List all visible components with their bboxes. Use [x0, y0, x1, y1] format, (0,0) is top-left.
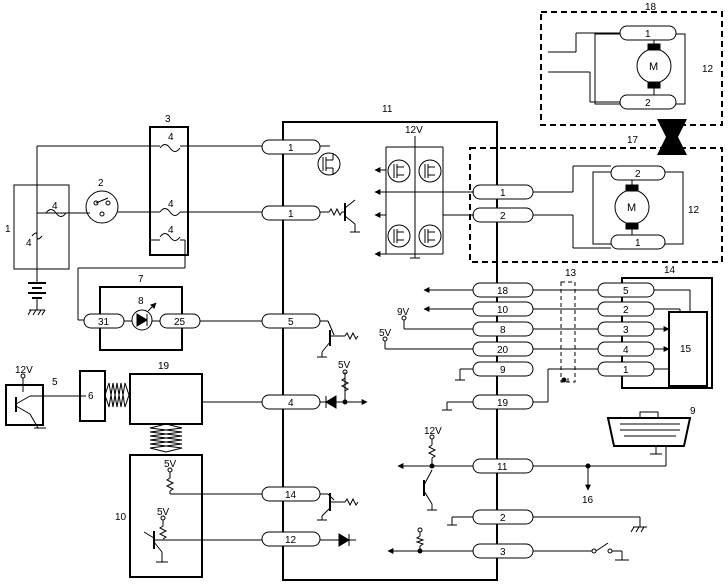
ecu-pin-label: 2	[500, 211, 506, 222]
supply-12v: 12V	[15, 365, 33, 376]
warning-lamp-8	[131, 309, 153, 331]
fuse-label: 4	[168, 199, 174, 210]
fuse-label: 4	[26, 238, 32, 249]
ecu-pin-label: 19	[497, 398, 509, 409]
callout-2: 2	[98, 178, 104, 189]
connector-pin-label: 5	[623, 286, 629, 297]
supply-5v: 5V	[338, 360, 351, 371]
callout-9: 9	[690, 406, 696, 417]
callout-12b: 12	[702, 64, 714, 75]
motor-label: M	[649, 61, 658, 73]
motor-pin-label: 1	[645, 29, 651, 40]
ignition-switch-2	[85, 190, 119, 224]
motor-pin-label: 2	[645, 98, 651, 109]
callout-6: 6	[88, 391, 94, 402]
ecu-pin-label: 1	[288, 209, 294, 220]
callout-17: 17	[627, 135, 639, 146]
ecu-pin-label: 1	[500, 188, 506, 199]
ecu-pin-label: 8	[500, 325, 506, 336]
fuse-box-3	[149, 126, 189, 256]
ecu-pin-label: 1	[288, 143, 294, 154]
fuse-label: 4	[168, 132, 174, 143]
ecu-pin-label: 9	[500, 365, 506, 376]
fuse-label: 4	[168, 225, 174, 236]
ecu-box	[282, 121, 498, 581]
switch-5-box	[5, 384, 44, 426]
motor-box-18	[540, 11, 723, 126]
ecu-pin-label: 14	[285, 490, 297, 501]
callout-10: 10	[115, 512, 127, 523]
ecu-pin-label: 2	[500, 513, 506, 524]
callout-11: 11	[382, 104, 393, 115]
fuse-label: 4	[52, 201, 58, 212]
supply-5v: 5V	[164, 459, 177, 470]
h-bridge	[374, 136, 474, 259]
component-1-box	[13, 184, 70, 270]
component-19-box	[129, 373, 203, 425]
ecu-pin-label: 10	[497, 305, 509, 316]
lamp-pin-label: 31	[98, 317, 110, 328]
callout-18: 18	[645, 2, 657, 13]
connector-pin-label: 4	[623, 345, 629, 356]
callout-14: 14	[664, 265, 676, 276]
callout-15: 15	[680, 344, 692, 355]
callout-16: 16	[582, 495, 594, 506]
motor-pin-label: 1	[635, 238, 641, 249]
supply-12v: 12V	[405, 125, 423, 136]
component-10-box	[129, 454, 203, 578]
callout-5: 5	[52, 377, 58, 388]
ecu-pin-label: 3	[500, 547, 506, 558]
ecu-left-pins	[261, 139, 321, 547]
motor-pin-label: 2	[635, 169, 641, 180]
connector-pin-label: 1	[623, 365, 629, 376]
supply-12v: 12V	[424, 426, 442, 437]
ecu-pin-label: 4	[288, 398, 294, 409]
ecu-pin-label: 12	[285, 535, 297, 546]
diagnostic-connector-9	[606, 417, 692, 447]
supply-5v: 5V	[157, 507, 170, 518]
connector-pin-label: 3	[623, 325, 629, 336]
callout-3: 3	[165, 114, 171, 125]
supply-5v: 5V	[379, 328, 392, 339]
ecu-pin-label: 20	[497, 345, 509, 356]
callout-7: 7	[138, 274, 144, 285]
callout-13: 13	[565, 268, 577, 279]
supply-9v: 9V	[397, 307, 410, 318]
callout-19: 19	[158, 361, 170, 372]
callout-1: 1	[5, 224, 11, 235]
callout-12a: 12	[688, 205, 700, 216]
ecu-pin-label: 5	[288, 317, 294, 328]
motor-box-17	[469, 147, 723, 263]
callout-8: 8	[138, 296, 144, 307]
motor-label: M	[627, 202, 636, 214]
connector-pin-label: 2	[623, 305, 629, 316]
ecu-pin-label: 18	[497, 286, 509, 297]
lamp-pin-label: 25	[174, 317, 186, 328]
ecu-pin-label: 11	[497, 462, 508, 473]
